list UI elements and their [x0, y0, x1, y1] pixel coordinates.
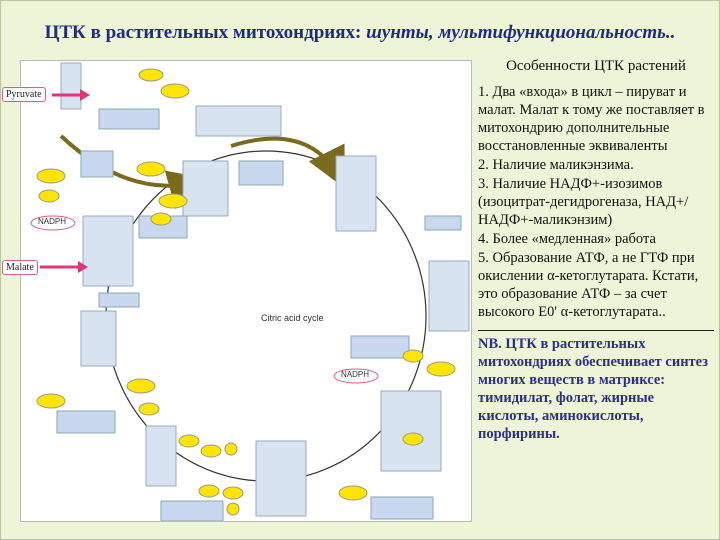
cofactor-atp-1 [178, 434, 200, 448]
metabolite-panels [60, 62, 470, 517]
cofactor-nadh-2 [36, 168, 66, 184]
isocitrate-panel [428, 260, 470, 332]
succinyl-coa-panel [255, 440, 307, 517]
acetyl-coa-panel [195, 105, 282, 137]
cofactor-fadh2-2 [36, 393, 66, 409]
enzyme-scs-box [160, 500, 224, 521]
cofactor-nad-1 [138, 68, 164, 82]
cofactor-pi-1 [224, 442, 238, 456]
features-heading: Особенности ЦТК растений [506, 58, 686, 74]
cofactor-adp-2 [222, 486, 244, 500]
fumarate-panel [80, 310, 117, 367]
cofactor-nadh-5 [426, 361, 456, 377]
succinate-panel [145, 425, 177, 487]
cofactor-nad-4 [402, 349, 424, 363]
cofactor-adp-1 [200, 444, 222, 458]
pyruvate-input-label: Pyruvate [2, 87, 46, 102]
cofactor-nadh-6 [338, 485, 368, 501]
cofactor-nadh-4 [158, 193, 188, 209]
title-italic: шунты, мультифункциональность.. [366, 22, 676, 43]
nadph-label-2: NADPH [341, 370, 370, 379]
cycle-center-label: Citric acid cycle [261, 313, 324, 323]
pyruvate-input: Pyruvate [2, 84, 46, 102]
malate-panel [82, 215, 134, 287]
nb-note: NB. ЦТК в растительных митохондриях обес… [478, 330, 714, 443]
cofactor-nad-2 [38, 189, 60, 203]
malate-input-arrow [40, 261, 88, 273]
citrate-panel [335, 155, 377, 232]
cofactor-fadh2-1 [126, 378, 156, 394]
cofactor-nadh-1 [160, 83, 190, 99]
cofactor-nad-3 [150, 212, 172, 226]
feature-item-4: 4. Более «медленная» работа [478, 231, 656, 247]
enzyme-malic-box [80, 150, 114, 178]
enzyme-pdh-box [98, 108, 160, 130]
pyruvate-panel [60, 62, 82, 110]
shunt-arrow-2 [230, 136, 345, 189]
enzyme-akgdh-box [370, 496, 434, 520]
title-normal: ЦТК в растительных митохондриях: [44, 22, 367, 43]
malate-input: Malate [2, 257, 38, 275]
enzyme-boxes [56, 108, 462, 521]
pyruvate-input-arrow [52, 89, 90, 101]
cofactor-fad [138, 402, 160, 416]
feature-item-1: 1. Два «входа» в цикл – пируват и малат.… [478, 84, 705, 154]
cycle-svg: Citric acid cycle [30, 62, 470, 521]
slide-title: ЦТК в растительных митохондриях: шунты, … [0, 22, 720, 44]
feature-item-2: 2. Наличие маликэнзима. [478, 157, 634, 173]
cofactor-nad-5 [402, 432, 424, 446]
enzyme-aconitase-box [424, 215, 462, 231]
oxaloacetate-panel [182, 160, 229, 217]
enzyme-idh-box [350, 335, 410, 359]
enzyme-cs-box [238, 160, 284, 186]
enzyme-sdh-box [56, 410, 116, 434]
enzyme-fumarase-box [98, 292, 140, 308]
feature-item-3: 3. Наличие НАДФ+-изозимов (изоцитрат-дег… [478, 176, 689, 228]
cofactor-nadh-3 [136, 161, 166, 177]
cofactor-pi-2 [226, 502, 240, 516]
akg-panel [380, 390, 442, 472]
nadph-label-1: NADPH [38, 217, 67, 226]
features-panel: Особенности ЦТК растений 1. Два «входа» … [478, 58, 714, 523]
feature-item-5: 5. Образование АТФ, а не ГТФ при окислен… [478, 250, 699, 320]
nadph-tag-1 [30, 215, 76, 231]
tca-cycle-diagram: Citric acid cycle [20, 60, 472, 522]
cofactor-ovals [36, 68, 456, 516]
nadph-tag-2 [333, 368, 379, 384]
malate-input-label: Malate [2, 260, 38, 275]
cofactor-atp-2 [198, 484, 220, 498]
